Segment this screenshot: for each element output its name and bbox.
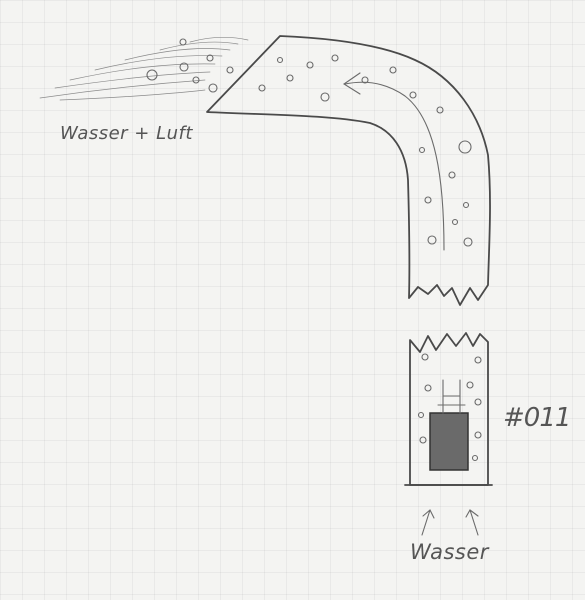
- inflow-arrow-left: [421, 509, 435, 536]
- inflow-label: Wasser: [410, 540, 489, 564]
- inlet-bubbles: [417, 353, 482, 462]
- device-tag-label: #011: [503, 403, 571, 433]
- inflow-arrow-right: [465, 509, 479, 536]
- outflow-label: Wasser + Luft: [60, 123, 193, 144]
- inlet-pipe-outline: [409, 332, 489, 486]
- pipe-bubbles: [146, 38, 473, 247]
- spray-streaks: [39, 36, 249, 101]
- air-injector-block: [429, 412, 469, 471]
- flow-arrowhead: [342, 72, 361, 95]
- air-injector-connector: [442, 379, 461, 414]
- outlet-pipe-outline: [206, 35, 491, 306]
- flow-arrow: [344, 81, 445, 251]
